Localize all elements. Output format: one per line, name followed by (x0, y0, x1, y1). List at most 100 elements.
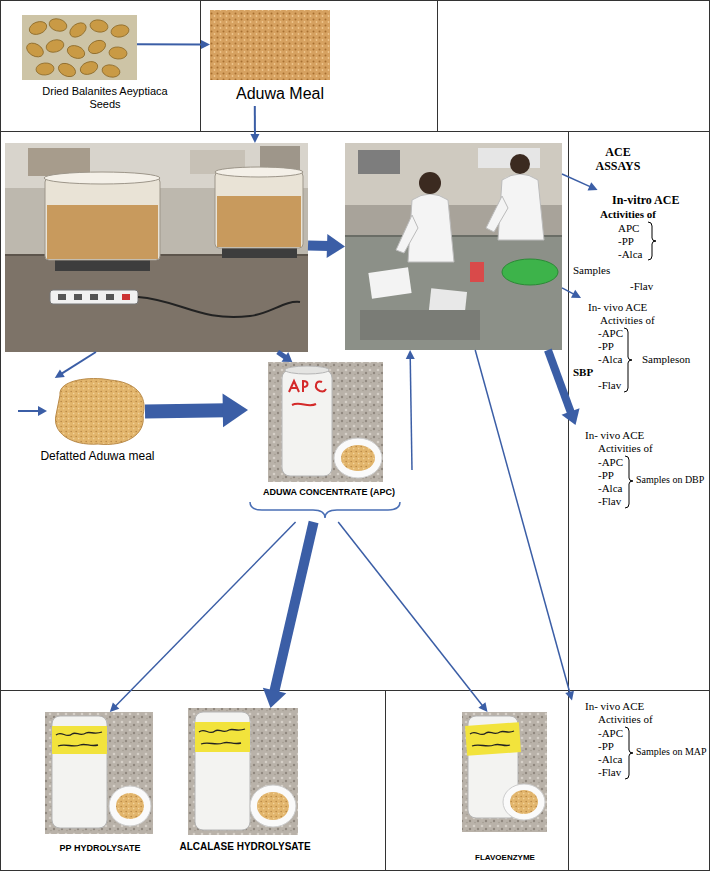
hydrolysate-photo: ALCALASE HYDROLYSATE (188, 708, 298, 835)
node-label: -Flav (598, 495, 621, 508)
arrow-shaft (562, 288, 574, 295)
arrow-head (263, 688, 286, 708)
arrow-shaft (254, 106, 256, 135)
lab-photo-art (368, 267, 411, 298)
node-label: Activities of (600, 208, 656, 221)
node-label: In- vivo ACE (585, 700, 644, 713)
arrow-shaft (115, 522, 295, 707)
seed-photo-art (101, 63, 121, 78)
concentrate-photo-art (341, 445, 375, 471)
defatted-meal-art (55, 379, 144, 445)
hydrolysate-photo-art (510, 790, 538, 814)
flow-arrow (278, 352, 293, 362)
lab-photo-art (106, 294, 114, 300)
lab-photo (345, 143, 562, 350)
concentrate-photo-art (268, 362, 383, 482)
node-label: -PP (598, 340, 614, 353)
concentrate-photo-art (334, 438, 382, 478)
seed-photo-art (24, 40, 46, 59)
node-label: -Flav (598, 379, 621, 392)
arrow-head (327, 234, 345, 258)
concentrate-photo-art (250, 502, 400, 518)
lab-photo-art (429, 288, 467, 314)
lab-photo-art (90, 294, 98, 300)
input-arrow (18, 410, 40, 412)
input-arrow (18, 406, 47, 416)
hydrolysate-photo-art (52, 726, 107, 754)
hydrolysate-photo-art (188, 708, 298, 835)
node-label: In-vitro ACE (612, 193, 679, 207)
hydrolysate-photo-art (465, 722, 521, 756)
lab-photo-art (358, 150, 400, 174)
node-label: -Alca (598, 753, 622, 766)
hydrolysate-photo: PP HYDROLYSATE (45, 712, 153, 834)
seed-photo-art (86, 38, 107, 56)
concentrate-photo-art (285, 366, 329, 374)
concentrate-photo-art (282, 370, 332, 476)
seed-photo-art (56, 61, 77, 79)
assay-block: In- vivo ACEActivities of-APC-PP-Alca Sam… (572, 696, 709, 788)
arrow-head (565, 691, 574, 701)
node-label: -APC (598, 327, 623, 340)
node-label: -APC (598, 727, 623, 740)
node-label: In- vivo ACE (585, 429, 644, 442)
node-label: Activities of (598, 713, 653, 726)
lab-photo-art (122, 294, 130, 300)
node-label: -Flav (630, 280, 653, 293)
arrow-head (562, 408, 580, 425)
lab-photo-art (345, 143, 562, 350)
arrow-head (571, 290, 581, 298)
arrow-shaft (410, 358, 412, 470)
flow-arrow (110, 522, 296, 712)
seed-photo-art (45, 38, 65, 54)
hydrolysate-photo-art (45, 712, 153, 834)
node-label: -Alca (598, 482, 622, 495)
node-label: SBP (573, 366, 593, 379)
concentrate-photo: ADUWA CONCENTRATE (APC) (248, 362, 412, 522)
lab-photo-art (360, 310, 480, 340)
lab-photo-art (58, 294, 66, 300)
arrow-shaft (137, 43, 202, 45)
lab-photo-art (419, 172, 441, 194)
seed-photo-art (22, 15, 137, 80)
arrow-shaft (338, 522, 483, 706)
hydrolysate-photo-art (199, 729, 245, 744)
node-label: -APC (598, 456, 623, 469)
lab-photo-art (396, 215, 418, 253)
grid-lines (200, 0, 201, 131)
lab-photo-art (28, 148, 90, 176)
grid-lines (385, 690, 386, 871)
hydrolysate-photo-art (56, 732, 102, 746)
arrow-shaft (278, 352, 286, 358)
hydrolysate-photo-art (109, 786, 151, 826)
hydrolysate-photo-art (52, 716, 107, 828)
lab-photo-art (345, 143, 562, 350)
arrow-shaft (475, 350, 570, 693)
concentrate-photo-art (289, 381, 326, 405)
seed-photo: Dried Balanites Aeyptiaca Seeds (22, 15, 137, 80)
hydrolysate-photo-art (195, 722, 250, 752)
flow-arrow (562, 174, 598, 190)
node-label: -PP (598, 469, 614, 482)
node-label: -PP (598, 740, 614, 753)
defatted-meal-photo: Defatted Aduwa meal (50, 378, 145, 445)
lab-photo-art (478, 148, 540, 168)
grid-lines (437, 0, 438, 131)
seed-photo-art (110, 24, 130, 39)
node-label: Activities of (600, 314, 655, 327)
arrow-head (201, 40, 210, 49)
flow-arrow (406, 350, 415, 470)
node-label: Samples on MAP (636, 746, 707, 758)
arrow-head (55, 369, 65, 378)
lab-photo-art (5, 143, 308, 352)
flow-arrow (145, 394, 248, 428)
flow-arrow (548, 350, 580, 425)
hydrolysate-photo-art (195, 712, 250, 830)
hydrolysate-photo-art (188, 708, 298, 835)
node-label: -Alca (618, 248, 642, 261)
meal-photo: Aduwa Meal (210, 10, 350, 106)
assay-block: In- vivo ACEActivities of-APC-PP-Alca-Fl… (570, 425, 708, 510)
lab-photo-art (5, 255, 308, 352)
